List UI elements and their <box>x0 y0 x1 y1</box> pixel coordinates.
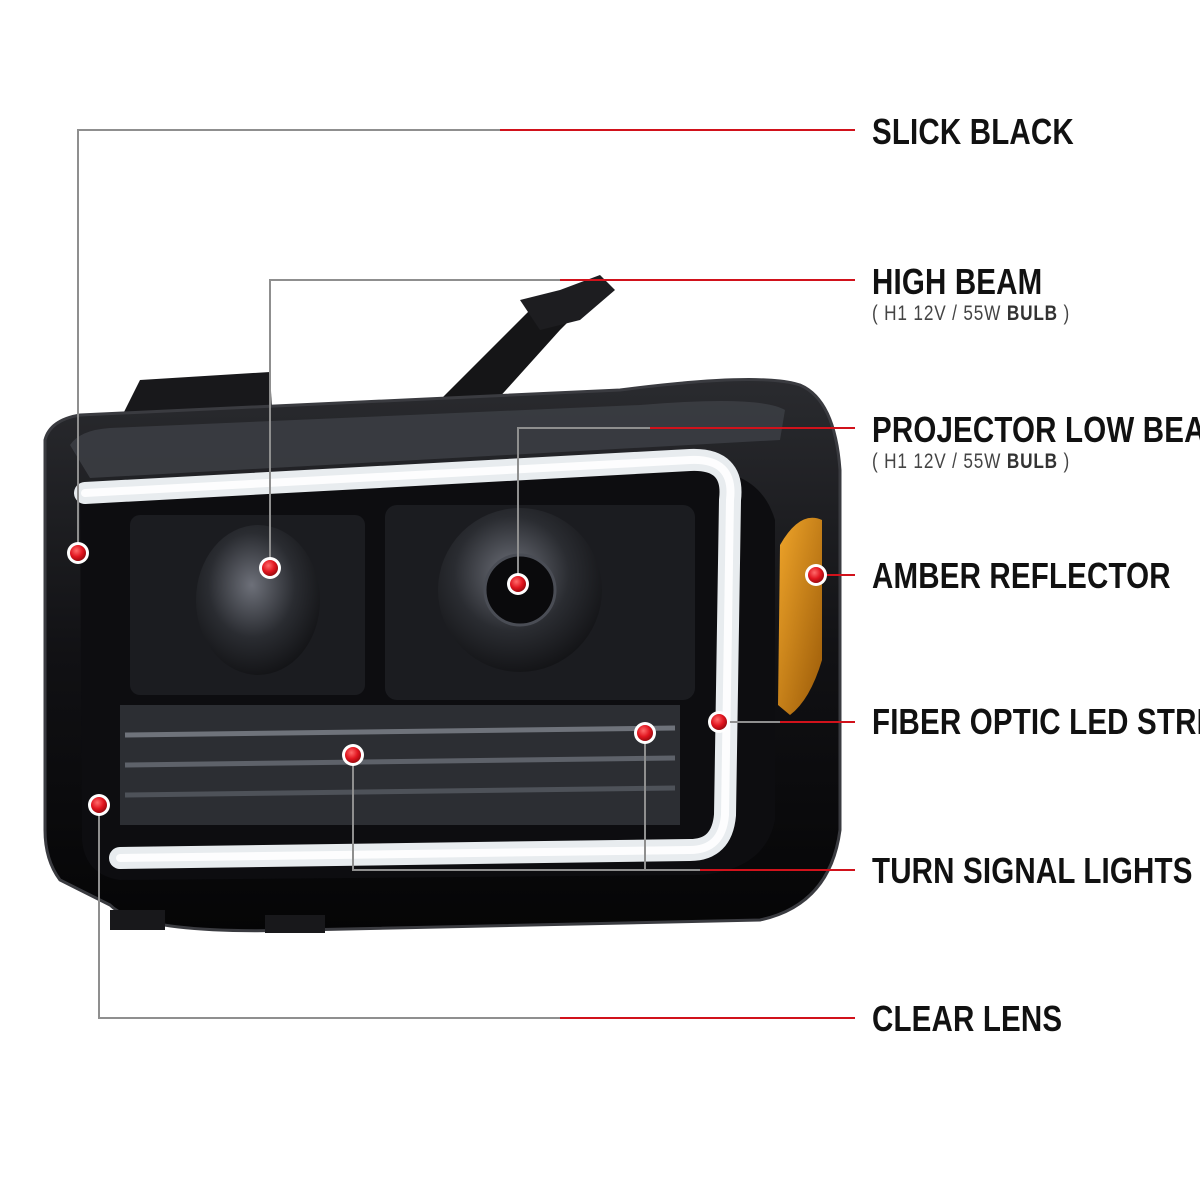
callout-dot-clear-lens <box>88 794 110 816</box>
callout-dot-turn-signal-right <box>634 722 656 744</box>
headlight-illustration <box>43 275 842 933</box>
led-strip-glow <box>81 455 735 862</box>
callout-dot-turn-signal-left <box>342 744 364 766</box>
label-title: TURN SIGNAL LIGHTS <box>872 850 1193 891</box>
turn-signal-louver <box>124 785 676 798</box>
leader-high-beam <box>269 279 560 568</box>
mounting-bracket <box>520 275 615 330</box>
mounting-tab <box>110 910 165 930</box>
leader-turn-signal <box>352 755 700 871</box>
label-title: SLICK BLACK <box>872 111 1074 152</box>
callout-dots <box>67 542 827 816</box>
label-subtitle: ( H1 12V / 55W BULB ) <box>872 450 1071 473</box>
label-slick-black: SLICK BLACK <box>872 112 1074 152</box>
callout-dot-amber-reflector <box>805 564 827 586</box>
leader-projector-low-beam <box>517 427 650 584</box>
label-clear-lens: CLEAR LENS <box>872 999 1062 1039</box>
label-title: HIGH BEAM <box>872 261 1043 302</box>
leader-slick-black <box>77 129 500 553</box>
clear-lens-band <box>70 401 785 478</box>
callout-dot-fiber-optic <box>708 711 730 733</box>
leader-clear-lens <box>98 805 560 1019</box>
label-high-beam: HIGH BEAM ( H1 12V / 55W BULB ) <box>872 262 1070 326</box>
label-title: CLEAR LENS <box>872 998 1063 1039</box>
label-projector-low-beam: PROJECTOR LOW BEAM ( H1 12V / 55W BULB ) <box>872 410 1200 474</box>
label-amber-reflector: AMBER REFLECTOR <box>872 556 1171 596</box>
turn-signal-louver <box>124 725 676 738</box>
label-fiber-optic-led-strip: FIBER OPTIC LED STRIP <box>872 702 1200 742</box>
label-turn-signal-lights: TURN SIGNAL LIGHTS <box>872 851 1193 891</box>
callout-dot-projector-low-beam <box>507 573 529 595</box>
label-subtitle: ( H1 12V / 55W BULB ) <box>872 302 1071 325</box>
label-title: FIBER OPTIC LED STRIP <box>872 701 1200 742</box>
label-title: PROJECTOR LOW BEAM <box>872 409 1200 450</box>
callout-dot-slick-black <box>67 542 89 564</box>
mounting-tab <box>265 915 325 933</box>
label-title: AMBER REFLECTOR <box>872 555 1171 596</box>
turn-signal-louver <box>124 755 676 768</box>
high-beam-bulb <box>196 525 320 675</box>
callout-dot-high-beam <box>259 557 281 579</box>
